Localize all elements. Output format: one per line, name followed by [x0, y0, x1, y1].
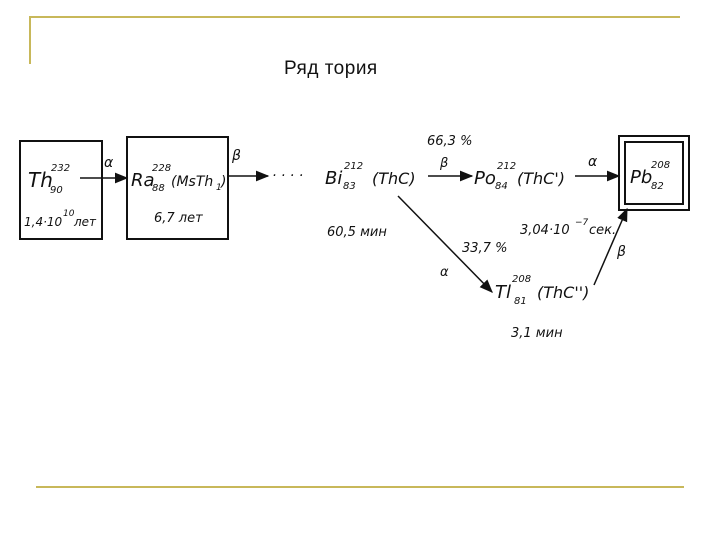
po-pb-decay-label: α [588, 154, 598, 170]
th-ra-decay-label: α [104, 155, 114, 171]
pb-symbol: Pb [630, 167, 652, 188]
bi-po-decay-label: β [439, 156, 448, 171]
po-mass: 212 [497, 161, 516, 172]
frame-left-line [29, 16, 31, 64]
th-symbol: Th [28, 168, 53, 192]
th-halflife: 1,4·10 [24, 215, 63, 229]
po-halflife-unit: сек. [589, 223, 616, 238]
ra-decay-label: β [231, 148, 241, 164]
po-z: 84 [495, 181, 508, 192]
po-halflife-exp: −7 [575, 218, 589, 228]
tl-z: 81 [514, 296, 527, 307]
frame-top-line [29, 16, 680, 18]
ra-label-sub: 1 [216, 183, 222, 193]
po-symbol: Po [474, 168, 496, 189]
frame-bottom-line [36, 486, 684, 488]
bi-label: (ThC) [372, 169, 416, 188]
pb-box-outer [618, 135, 690, 211]
ra-label-end: ) [220, 174, 226, 190]
ra-halflife: 6,7 лет [154, 211, 203, 226]
po-halflife: 3,04·10 [520, 223, 570, 238]
tl-pb-arrow [593, 207, 628, 286]
pb-box-inner [624, 141, 684, 205]
chain-ellipsis: · · · · [272, 168, 303, 184]
page-title: Ряд тория [284, 58, 378, 79]
th-mass: 232 [51, 163, 70, 174]
bi-z: 83 [343, 181, 356, 192]
ra-mass: 228 [152, 163, 171, 174]
th-z: 90 [50, 185, 63, 196]
ra-box [126, 136, 229, 240]
bi-halflife: 60,5 мин [327, 225, 387, 240]
tl-halflife: 3,1 мин [511, 326, 563, 341]
ra-z: 88 [152, 183, 165, 194]
th-halflife-exp: 10 [63, 209, 75, 219]
bi-tl-arrow [397, 195, 493, 293]
tl-pb-decay-label: β [616, 244, 626, 260]
tl-symbol: Tl [495, 282, 511, 303]
bi-po-percent: 66,3 % [427, 134, 472, 149]
bi-tl-decay-label: α [440, 265, 449, 280]
ra-label: (MsTh [171, 174, 213, 190]
th-box [19, 140, 103, 240]
pb-mass: 208 [651, 160, 670, 171]
tl-label: (ThC'') [537, 283, 589, 302]
bi-symbol: Bi [325, 168, 342, 189]
th-halflife-unit: лет [73, 215, 97, 229]
po-label: (ThC') [517, 169, 565, 188]
tl-mass: 208 [512, 274, 531, 285]
bi-mass: 212 [344, 161, 363, 172]
pb-z: 82 [651, 181, 664, 192]
bi-tl-percent: 33,7 % [462, 241, 507, 256]
ra-symbol: Ra [131, 170, 155, 191]
